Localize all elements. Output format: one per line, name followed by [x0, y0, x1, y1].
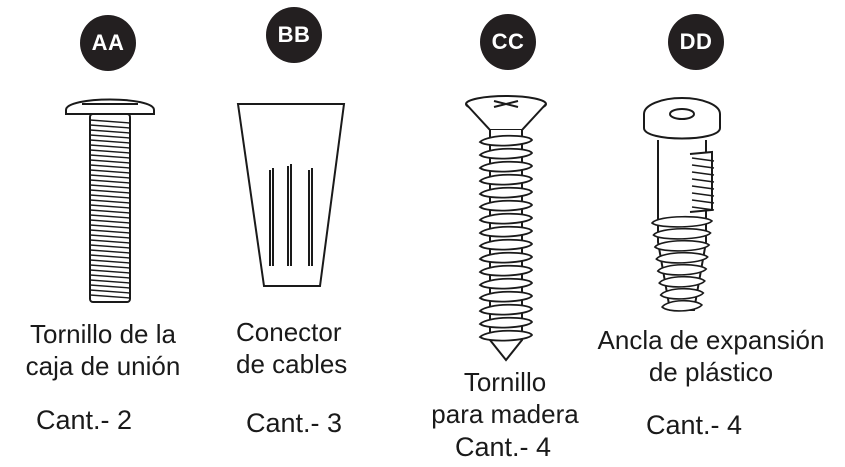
- badge-bb: BB: [266, 7, 322, 63]
- part-aa-name-line2: caja de unión: [25, 351, 181, 381]
- part-cc-name-line1: Tornillo: [463, 367, 547, 397]
- part-cc-name: Tornillo para madera: [410, 366, 600, 430]
- machine-screw-icon: [65, 98, 155, 303]
- part-bb-name: Conector de cables: [236, 316, 376, 380]
- part-aa-name: Tornillo de la caja de unión: [8, 318, 198, 382]
- badge-aa: AA: [80, 15, 136, 71]
- plastic-anchor-icon: [643, 97, 721, 312]
- part-bb-qty: Cant.- 3: [246, 408, 343, 438]
- part-dd-name: Ancla de expansión de plástico: [580, 324, 842, 388]
- part-bb-name-line1: Conector: [236, 317, 342, 347]
- part-cc-qty: Cant.- 4: [455, 432, 552, 462]
- badge-dd: DD: [668, 14, 724, 70]
- badge-cc: CC: [480, 14, 536, 70]
- part-aa-name-line1: Tornillo de la: [30, 319, 176, 349]
- part-dd-name-line1: Ancla de expansión: [597, 325, 825, 355]
- part-dd-qty: Cant.- 4: [646, 410, 743, 440]
- wire-connector-icon: [236, 103, 346, 287]
- part-dd-name-line2: de plástico: [648, 357, 774, 387]
- part-cc-name-line2: para madera: [431, 399, 579, 429]
- part-aa-qty: Cant.- 2: [36, 405, 133, 435]
- part-bb-name-line2: de cables: [236, 349, 348, 379]
- wood-screw-icon: [465, 95, 547, 362]
